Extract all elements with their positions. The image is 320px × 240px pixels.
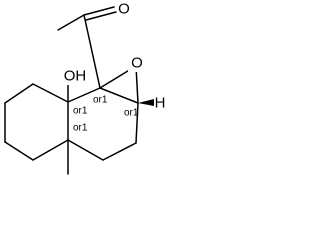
bond-epoxide-c1-c2: [99, 87, 139, 104]
bond-c5-c4a: [32, 139, 69, 161]
bond-epoxide-o-c2: [135, 65, 139, 104]
bond-carbonyl-to-ring: [83, 14, 101, 89]
bond-methyl-carbonyl: [57, 14, 85, 31]
bond-c4-c4a: [67, 139, 104, 161]
molecule-structure-diagram: O OH O H or1 or1 or1 or1: [4, 0, 167, 175]
hydrogen-label: H: [155, 95, 166, 112]
bond-c6-c5: [4, 141, 34, 161]
bond-carbonyl-c-o-b: [85, 11, 117, 21]
bond-carbonyl-c-o-a: [83, 6, 115, 16]
stereo-label-c8a: or1: [73, 106, 88, 117]
epoxide-oxygen-label: O: [131, 55, 143, 72]
hydroxyl-label: OH: [64, 68, 87, 85]
bond-c8a-c1: [67, 87, 101, 103]
bond-c3-c4: [102, 142, 137, 161]
stereo-label-c4a: or1: [73, 123, 88, 134]
stereo-label-c1: or1: [93, 95, 108, 106]
stereo-label-c2: or1: [124, 108, 139, 119]
bond-c8a-c8: [32, 83, 69, 103]
bond-c8-c7: [4, 83, 34, 104]
bond-c2-c3: [135, 102, 139, 144]
wedge-bond-h: [138, 99, 154, 106]
carbonyl-oxygen-label: O: [118, 1, 130, 18]
